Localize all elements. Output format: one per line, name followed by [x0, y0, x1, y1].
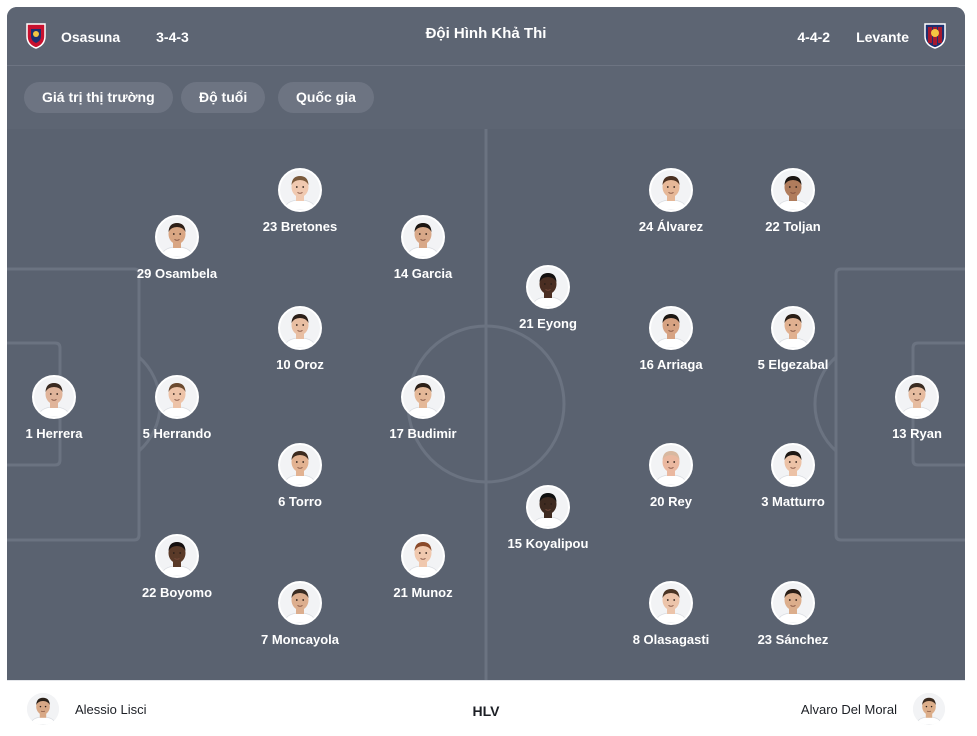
coach-photo: [913, 693, 945, 725]
player-photo: [771, 306, 815, 350]
player-home-gk[interactable]: 1 Herrera: [7, 375, 114, 441]
player-photo: [771, 443, 815, 487]
coach-label: HLV: [472, 703, 500, 719]
player-away-mid-3[interactable]: 20 Rey: [611, 443, 731, 509]
player-name: 24 Álvarez: [638, 219, 704, 234]
player-name: 5 Herrando: [142, 426, 212, 441]
player-photo: [401, 375, 445, 419]
player-name: 21 Munoz: [393, 585, 453, 600]
osasuna-crest-icon: [25, 21, 47, 52]
player-photo: [278, 581, 322, 625]
player-away-def-3[interactable]: 3 Matturro: [733, 443, 853, 509]
home-team[interactable]: Osasuna 3-4-3: [25, 7, 189, 66]
player-photo: [278, 168, 322, 212]
home-formation: 3-4-3: [156, 28, 189, 45]
player-name: 13 Ryan: [892, 426, 942, 441]
home-coach[interactable]: Alessio Lisci: [27, 681, 147, 736]
player-home-def-2[interactable]: 5 Herrando: [117, 375, 237, 441]
player-name: 17 Budimir: [389, 426, 457, 441]
player-photo: [526, 265, 570, 309]
player-name: 21 Eyong: [519, 316, 577, 331]
player-name: 22 Boyomo: [141, 585, 213, 600]
player-photo: [771, 168, 815, 212]
player-away-fwd-1[interactable]: 21 Eyong: [488, 265, 608, 331]
player-photo: [649, 168, 693, 212]
player-away-gk[interactable]: 13 Ryan: [857, 375, 965, 441]
player-away-mid-1[interactable]: 24 Álvarez: [611, 168, 731, 234]
player-photo: [649, 443, 693, 487]
player-home-fwd-1[interactable]: 14 Garcia: [363, 215, 483, 281]
player-name: 23 Sánchez: [757, 632, 829, 647]
player-home-mid-4[interactable]: 7 Moncayola: [240, 581, 360, 647]
player-home-fwd-3[interactable]: 21 Munoz: [363, 534, 483, 600]
filter-bar: Giá trị thị trường Độ tuổi Quốc gia: [7, 66, 965, 129]
filter-age-button[interactable]: Độ tuổi: [181, 82, 266, 113]
player-name: 7 Moncayola: [260, 632, 340, 647]
player-photo: [771, 581, 815, 625]
player-away-def-4[interactable]: 23 Sánchez: [733, 581, 853, 647]
player-name: 5 Elgezabal: [757, 357, 829, 372]
player-photo: [649, 306, 693, 350]
filter-nationality-button[interactable]: Quốc gia: [278, 82, 374, 113]
player-photo: [895, 375, 939, 419]
player-photo: [155, 534, 199, 578]
player-photo: [401, 534, 445, 578]
player-away-def-2[interactable]: 5 Elgezabal: [733, 306, 853, 372]
pitch: 1 Herrera 29 Osambela 5 Herrando 22 Boyo…: [7, 129, 965, 680]
lineup-header: Osasuna 3-4-3 Đội Hình Khả Thi 4-4-2 Lev…: [7, 7, 965, 66]
player-photo: [155, 375, 199, 419]
player-photo: [649, 581, 693, 625]
player-name: 3 Matturro: [761, 494, 825, 509]
lineup-card: Osasuna 3-4-3 Đội Hình Khả Thi 4-4-2 Lev…: [7, 7, 965, 736]
player-photo: [526, 485, 570, 529]
away-formation: 4-4-2: [797, 28, 831, 45]
player-away-def-1[interactable]: 22 Toljan: [733, 168, 853, 234]
player-photo: [32, 375, 76, 419]
player-name: 6 Torro: [278, 494, 322, 509]
player-name: 1 Herrera: [25, 426, 83, 441]
player-name: 15 Koyalipou: [507, 536, 589, 551]
away-team-name: Levante: [856, 28, 909, 45]
player-name: 23 Bretones: [262, 219, 338, 234]
player-photo: [278, 306, 322, 350]
player-name: 16 Arriaga: [639, 357, 703, 372]
player-home-def-3[interactable]: 22 Boyomo: [117, 534, 237, 600]
filter-market-value-button[interactable]: Giá trị thị trường: [24, 82, 173, 113]
player-photo: [155, 215, 199, 259]
levante-crest-icon: [923, 21, 947, 52]
player-name: 20 Rey: [650, 494, 692, 509]
player-away-mid-4[interactable]: 8 Olasagasti: [611, 581, 731, 647]
player-home-mid-3[interactable]: 6 Torro: [240, 443, 360, 509]
home-coach-name: Alessio Lisci: [75, 701, 147, 717]
home-team-name: Osasuna: [61, 28, 121, 45]
player-home-mid-2[interactable]: 10 Oroz: [240, 306, 360, 372]
player-name: 22 Toljan: [765, 219, 821, 234]
page-title: Đội Hình Khả Thi: [425, 25, 547, 42]
player-home-fwd-2[interactable]: 17 Budimir: [363, 375, 483, 441]
player-home-mid-1[interactable]: 23 Bretones: [240, 168, 360, 234]
coach-photo: [27, 693, 59, 725]
player-photo: [278, 443, 322, 487]
player-away-mid-2[interactable]: 16 Arriaga: [611, 306, 731, 372]
player-name: 29 Osambela: [136, 266, 218, 281]
player-name: 14 Garcia: [393, 266, 453, 281]
away-coach-name: Alvaro Del Moral: [800, 701, 897, 717]
player-photo: [401, 215, 445, 259]
away-team[interactable]: 4-4-2 Levante: [797, 7, 947, 66]
player-away-fwd-2[interactable]: 15 Koyalipou: [488, 485, 608, 551]
player-name: 8 Olasagasti: [632, 632, 710, 647]
player-home-def-1[interactable]: 29 Osambela: [117, 215, 237, 281]
away-coach[interactable]: Alvaro Del Moral: [801, 681, 945, 736]
player-name: 10 Oroz: [276, 357, 324, 372]
coach-bar: Alessio Lisci HLV Alvaro Del Moral: [7, 680, 965, 736]
